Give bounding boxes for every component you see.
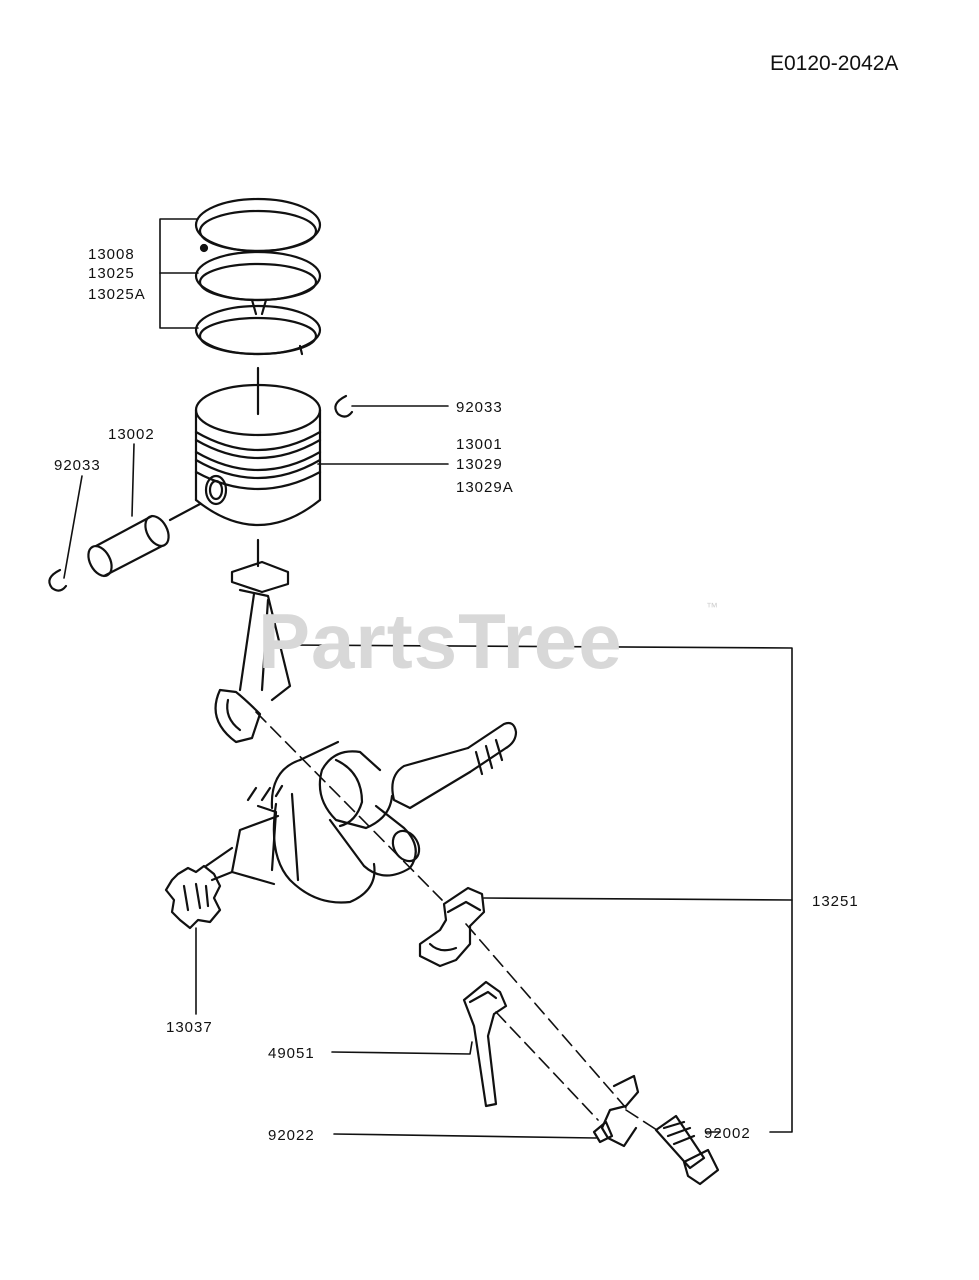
piston-ring-set-drawing [194,197,322,356]
circlip-drawings [48,394,354,592]
oil-dipper-drawing [462,980,508,1108]
part-number-13002[interactable]: 13002 [108,426,155,443]
callout-leader-lines [63,218,793,1139]
part-number-92022[interactable]: 92022 [268,1127,315,1144]
part-number-13001[interactable]: 13001 [456,436,503,453]
part-number-13029a[interactable]: 13029A [456,479,514,496]
rod-cap-drawing [418,886,486,968]
lock-plate-drawing [592,1074,640,1148]
crankshaft-drawing [164,721,518,930]
trademark-symbol: ™ [706,600,718,614]
part-number-13251[interactable]: 13251 [812,893,859,910]
part-number-13025[interactable]: 13025 [88,265,135,282]
assembly-guide-lines [255,711,661,1133]
part-number-92033-left[interactable]: 92033 [54,457,101,474]
diagram-code: E0120-2042A [770,52,899,75]
part-number-92033-right[interactable]: 92033 [456,399,503,416]
part-number-13037[interactable]: 13037 [166,1019,213,1036]
part-number-13025a[interactable]: 13025A [88,286,146,303]
part-number-49051[interactable]: 49051 [268,1045,315,1062]
part-number-92002[interactable]: 92002 [704,1125,751,1142]
bolt-drawing [654,1114,720,1186]
connecting-rod-drawing [214,538,292,744]
partstree-watermark: PartsTree [258,597,623,685]
piston-pin-drawing [87,502,202,578]
part-number-13008[interactable]: 13008 [88,246,135,263]
part-number-13029[interactable]: 13029 [456,456,503,473]
piston-drawing [194,366,322,526]
